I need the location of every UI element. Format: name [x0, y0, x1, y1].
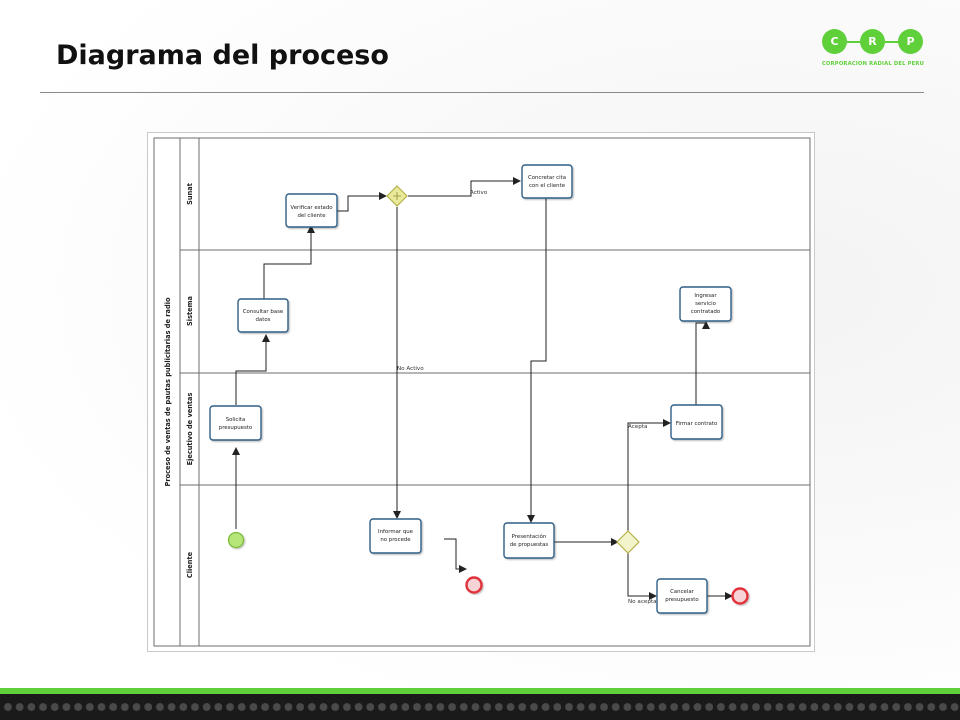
task-firmar-line-1: Firmar contrato	[676, 421, 718, 427]
task-informar: Informar que no procede	[369, 518, 422, 554]
task-concretar: Concretar cita con el cliente	[521, 164, 573, 199]
lane-label-ejecutivo: Ejecutivo de ventas	[186, 393, 194, 466]
start-event	[227, 531, 245, 549]
title-divider	[40, 92, 924, 93]
task-ingresar-line-1: Ingresar	[694, 293, 717, 299]
task-informar-line-2: no procede	[380, 537, 411, 543]
task-cancelar-line-2: presupuesto	[665, 597, 698, 603]
flow-firmar-to-ingresar	[695, 321, 710, 405]
end-event-cancelado	[731, 587, 749, 605]
slide-title: Diagrama del proceso	[56, 40, 389, 71]
flow-label-no-acepta: No acepta	[628, 599, 657, 605]
logo-letter-r: R	[860, 29, 885, 54]
footer-accent-bar	[0, 688, 960, 694]
task-verificar-line-1: Verificar estado	[290, 205, 332, 211]
task-presentacion-line-2: de propuestas	[510, 542, 549, 548]
gateway-marker-icon	[393, 192, 401, 200]
bpmn-diagram: Proceso de ventas de pautas publicitaria…	[147, 132, 815, 652]
task-concretar-line-2: con el cliente	[529, 183, 566, 189]
pool	[153, 137, 811, 647]
lane-label-sistema: Sistema	[186, 296, 194, 326]
crp-logo: C R P CORPORACION RADIAL DEL PERU	[822, 29, 924, 73]
flow-no-acepta	[627, 553, 657, 600]
logo-letter-p: P	[898, 29, 923, 54]
flow-verificar-to-gateway	[337, 192, 387, 212]
bpmn-canvas: Proceso de ventas de pautas publicitaria…	[153, 137, 811, 647]
task-solicita-line-2: presupuesto	[219, 425, 252, 431]
task-consultar-line-2: datos	[256, 317, 271, 323]
flow-concretar-to-presentacion	[527, 198, 547, 523]
logo-letter-c: C	[822, 29, 847, 54]
lane-label-sunat: Sunat	[186, 183, 194, 205]
task-cancelar: Cancelar presupuesto	[656, 578, 708, 614]
flow-informar-to-end	[444, 538, 467, 573]
flow-label-no-activo: No Activo	[397, 366, 424, 372]
flow-consultar-to-verificar	[263, 225, 315, 299]
flow-solicita-to-consultar	[235, 334, 270, 405]
lane-label-cliente: Cliente	[186, 551, 194, 578]
task-cancelar-line-1: Cancelar	[670, 589, 695, 595]
gateway-aceptacion	[616, 530, 640, 554]
footer-dotted-bar	[0, 694, 960, 720]
task-concretar-line-1: Concretar cita	[528, 175, 566, 181]
task-firmar: Firmar contrato	[670, 404, 723, 440]
task-presentacion-line-1: Presentación	[512, 533, 547, 540]
flow-label-activo: Activo	[470, 190, 488, 196]
flow-activo	[408, 177, 521, 197]
task-solicita-line-1: Solicita	[226, 417, 246, 423]
gateway-estado	[386, 185, 408, 207]
pool-label: Proceso de ventas de pautas publicitaria…	[164, 297, 172, 486]
task-informar-line-1: Informar que	[378, 529, 414, 535]
task-verificar-line-2: del cliente	[297, 213, 326, 219]
logo-subtitle: CORPORACION RADIAL DEL PERU	[822, 61, 925, 67]
task-solicita: Solicita presupuesto	[209, 405, 262, 441]
task-ingresar-line-3: contratado	[691, 309, 720, 315]
task-ingresar-line-2: servicio	[695, 301, 716, 307]
end-event-no-procede	[465, 576, 483, 594]
flow-label-acepta: Acepta	[628, 424, 647, 430]
flow-acepta	[627, 419, 671, 531]
task-ingresar: Ingresar servicio contratado	[679, 286, 732, 322]
task-consultar: Consultar base datos	[237, 298, 289, 333]
task-presentacion: Presentación de propuestas	[503, 522, 555, 559]
task-verificar: Verificar estado del cliente	[285, 193, 338, 228]
task-consultar-line-1: Consultar base	[243, 309, 284, 315]
